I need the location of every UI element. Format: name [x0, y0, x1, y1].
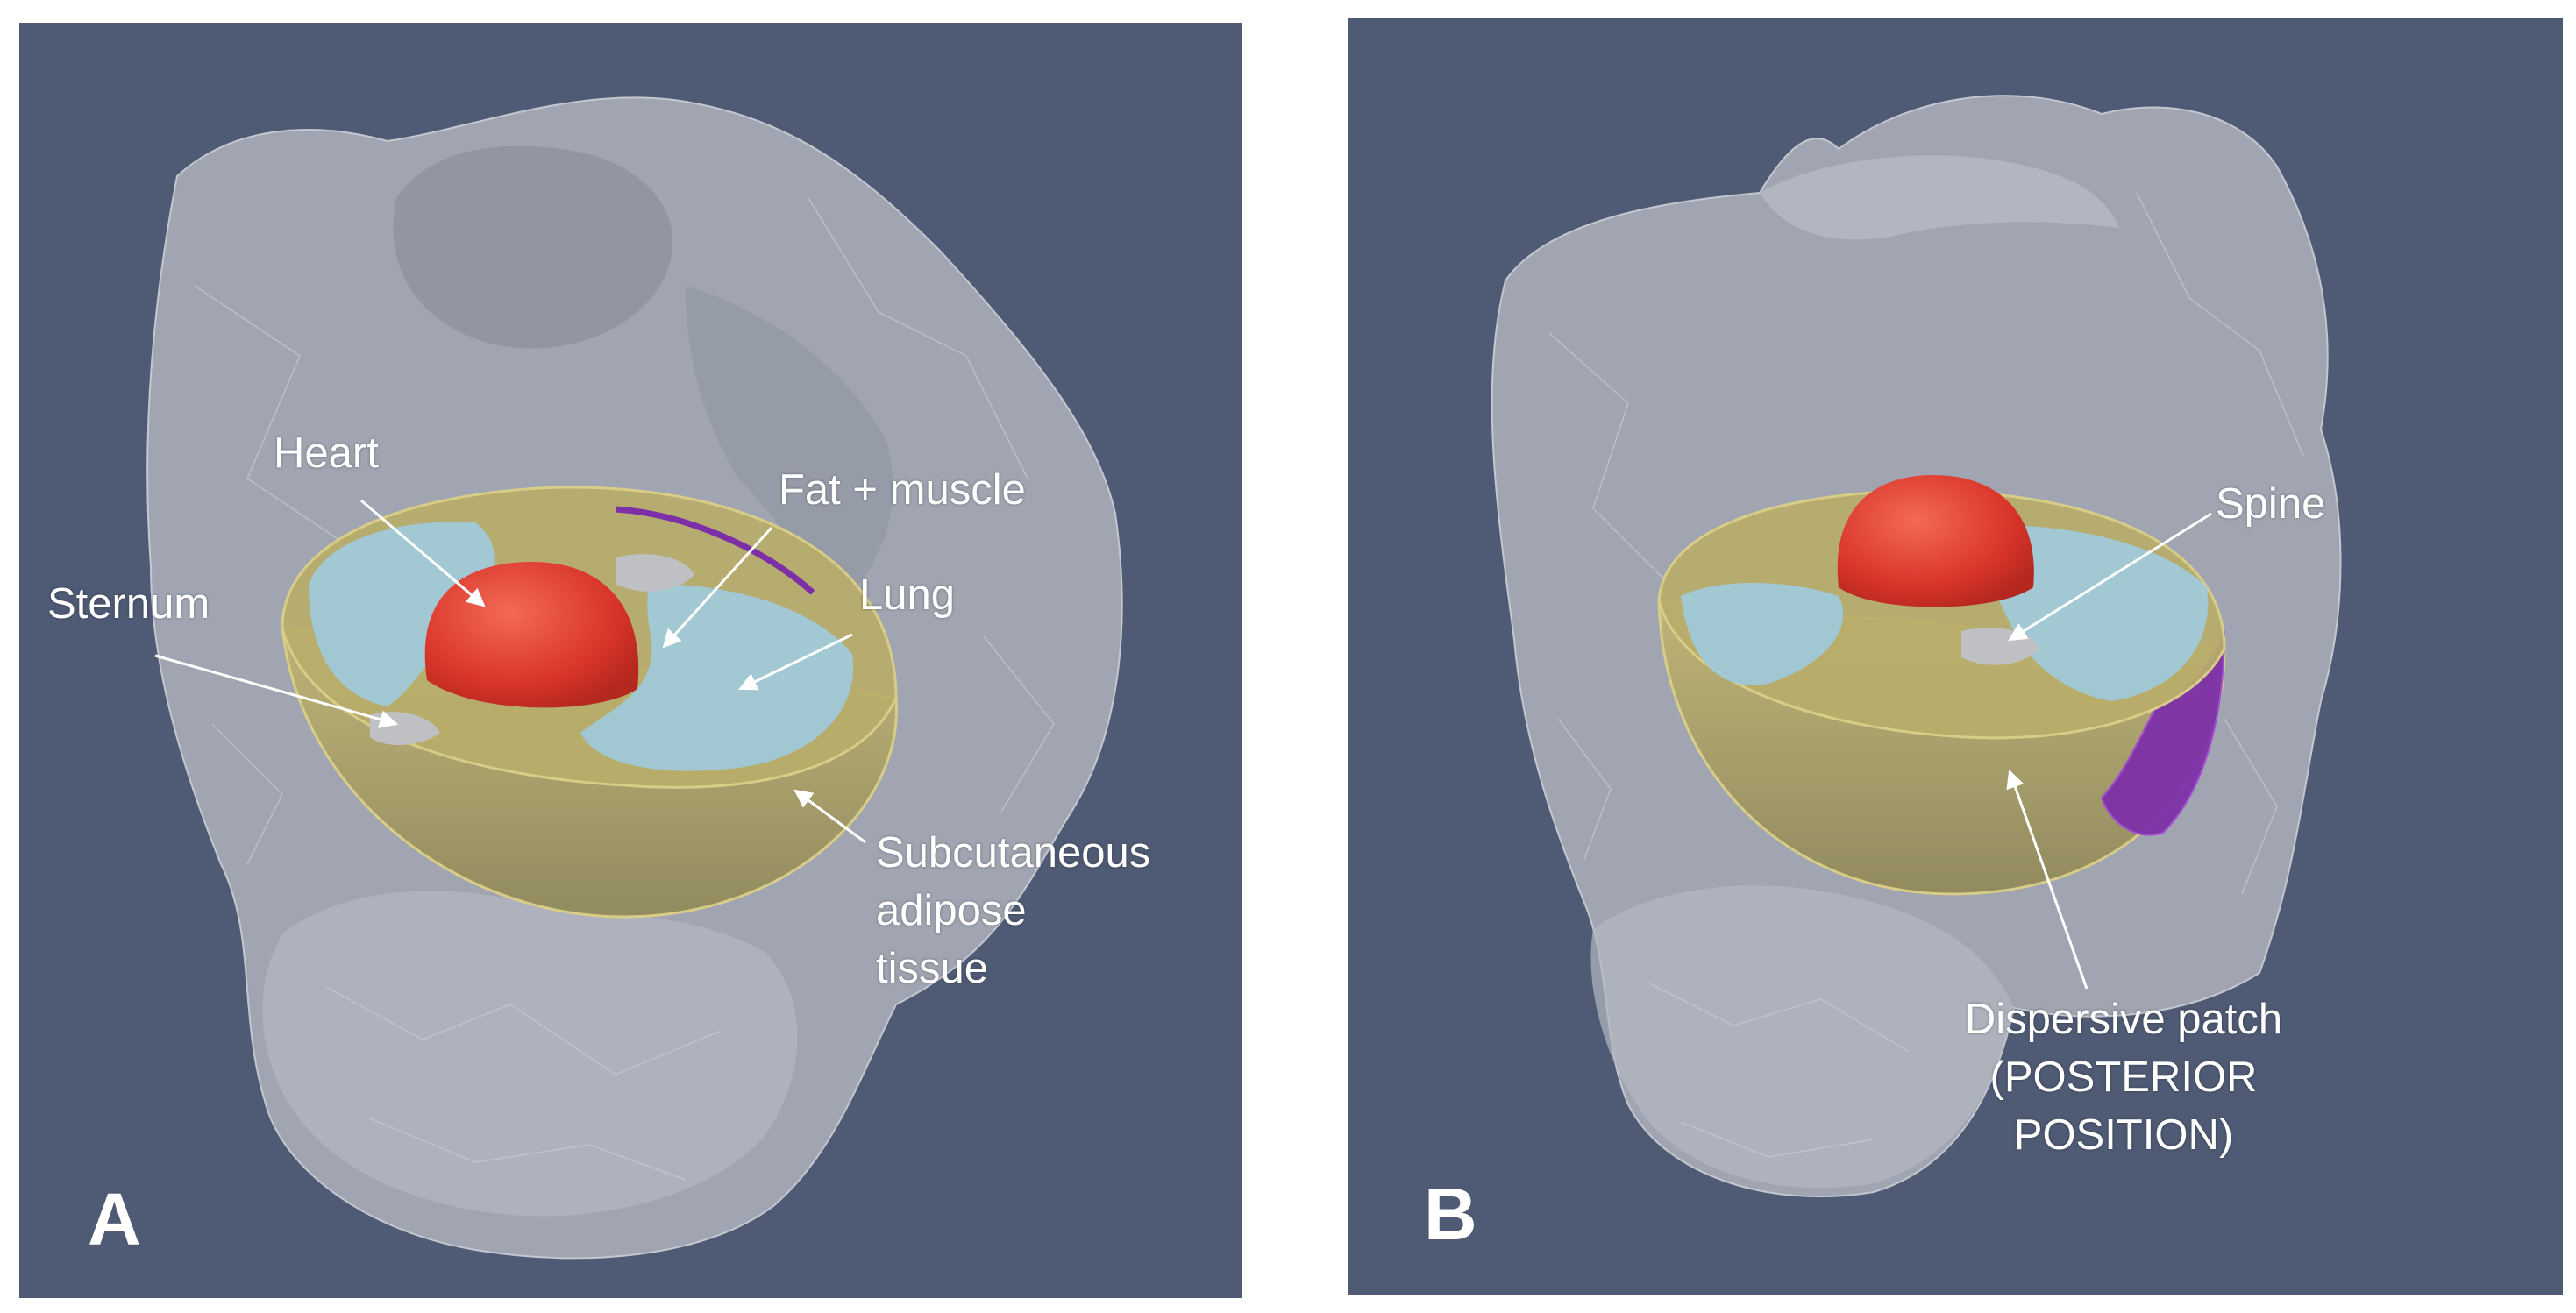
- spine-label: Spine: [2216, 480, 2326, 528]
- torso-top-depression: [393, 145, 673, 349]
- fat-muscle-label: Fat + muscle: [779, 466, 1026, 514]
- panel-a: Heart Fat + muscle Sternum Lung Subcutan…: [19, 23, 1242, 1298]
- callout-arrows-a: [154, 499, 866, 844]
- sternum-label: Sternum: [47, 580, 210, 628]
- subcutaneous-label-line-3: tissue: [876, 945, 989, 992]
- torso-shadow: [686, 286, 893, 601]
- dispersive-label-line-3: POSITION): [2013, 1111, 2234, 1159]
- lung-label: Lung: [859, 571, 956, 619]
- spine-bone-a: [616, 554, 694, 592]
- lung-left: [309, 522, 495, 706]
- patch-stripe-a: [615, 506, 815, 595]
- lung-right: [580, 584, 854, 771]
- panel-b: Spine Dispersive patch (POSTERIOR POSITI…: [1348, 18, 2563, 1295]
- mesh-lines: [194, 197, 1055, 1181]
- panel-letter-a: A: [88, 1178, 141, 1260]
- subcutaneous-label-line-2: adipose: [876, 887, 1027, 934]
- heart-label: Heart: [274, 429, 379, 477]
- heart-shape: [1837, 475, 2034, 607]
- torso-lower-lobe: [1590, 885, 2014, 1189]
- dispersive-label-line-1: Dispersive patch: [1964, 996, 2283, 1043]
- anatomy-model-a: [146, 96, 1123, 1260]
- callout-arrows-b: [2006, 512, 2212, 990]
- panel-letter-b: B: [1424, 1173, 1477, 1255]
- lung-right: [1979, 525, 2209, 701]
- lung-left: [1681, 583, 1844, 685]
- torso-top-ridge: [1760, 155, 2119, 240]
- torso-lower-lobe: [262, 891, 798, 1217]
- subcutaneous-label-line-1: Subcutaneous: [876, 829, 1151, 877]
- dispersive-label-line-2: (POSTERIOR: [1989, 1054, 2258, 1101]
- mesh-lines: [1548, 192, 2304, 1158]
- anatomy-model-b: [1491, 95, 2342, 1198]
